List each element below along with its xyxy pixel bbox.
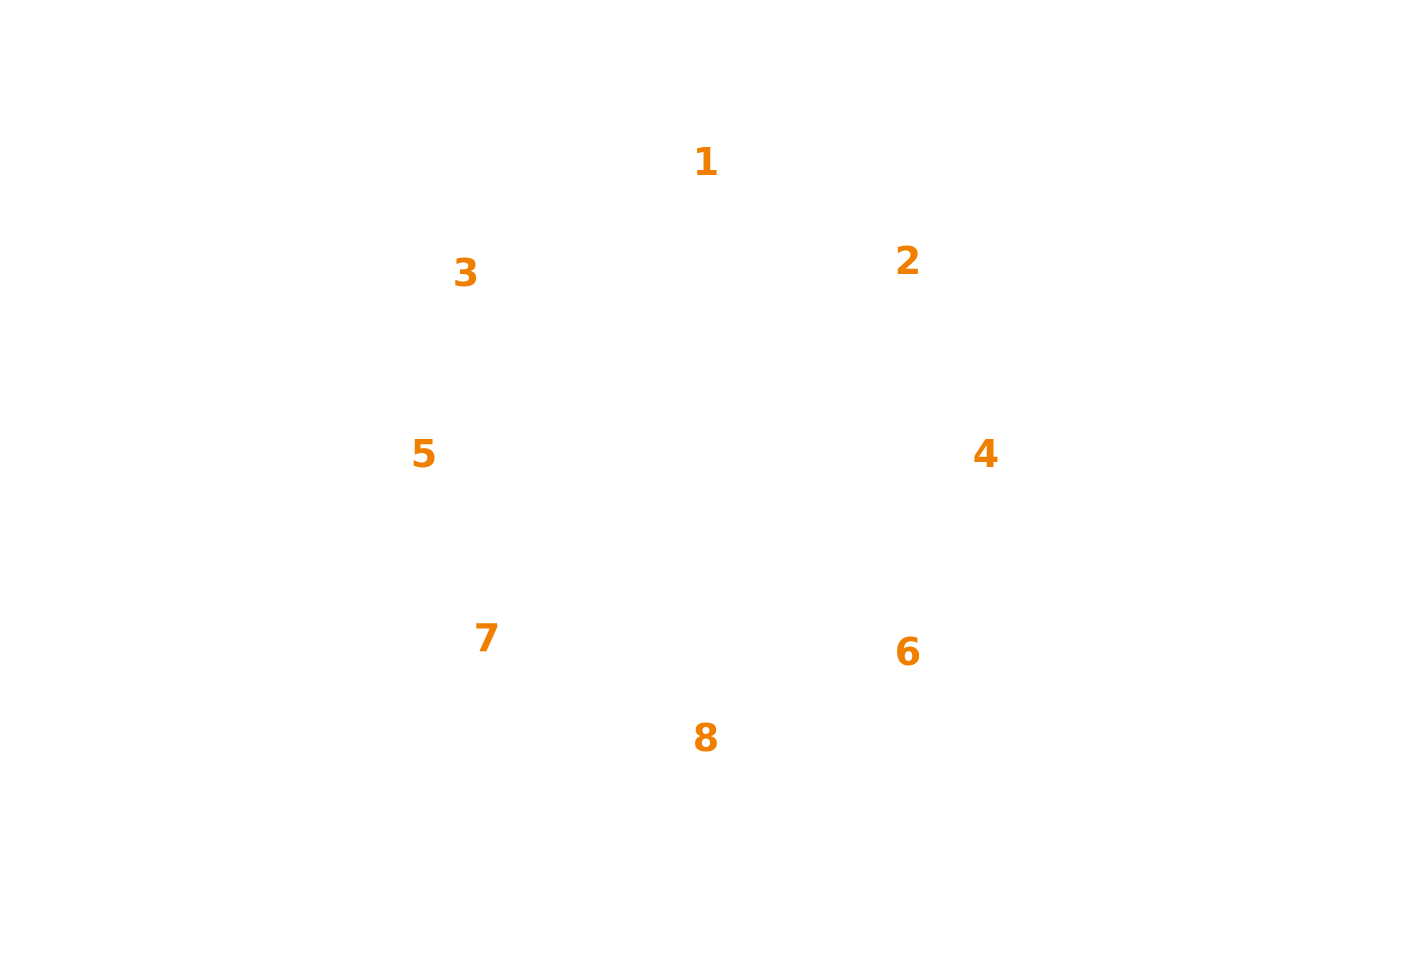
- label-1: 1: [692, 140, 720, 184]
- label-7: 7: [473, 616, 501, 660]
- label-6: 6: [894, 630, 922, 674]
- label-8: 8: [692, 716, 720, 760]
- label-2: 2: [894, 239, 922, 283]
- label-3: 3: [452, 251, 480, 295]
- label-5: 5: [410, 432, 438, 476]
- label-4: 4: [972, 432, 1000, 476]
